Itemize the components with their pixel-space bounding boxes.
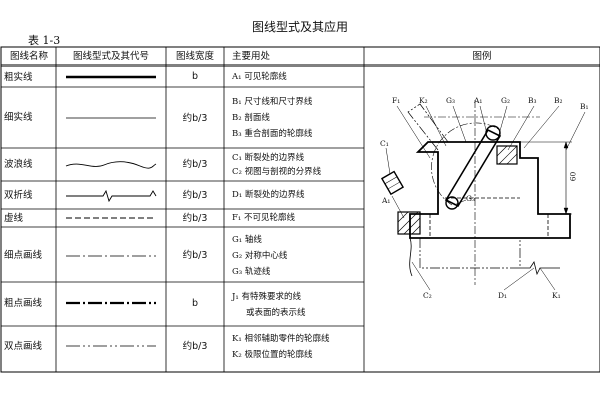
page-title: 图线型式及其应用 — [251, 20, 348, 34]
row-name: 细点画线 — [4, 250, 43, 261]
figure-label: A₁ — [474, 96, 483, 105]
figure-label: G₂ — [501, 96, 510, 105]
header-line-type: 图线型式及其代号 — [72, 51, 149, 62]
row-name: 细实线 — [4, 112, 33, 123]
figure-label: G₃ — [466, 194, 475, 203]
header-example: 图例 — [472, 51, 492, 62]
use-item: K₂ 极限位置的轮廓线 — [232, 350, 313, 360]
use-item: 或表面的表示线 — [246, 308, 306, 318]
figure-label: C₂ — [423, 291, 432, 300]
wavy-line-sample — [65, 161, 157, 169]
figure-label: C₁ — [380, 139, 389, 148]
row-width: b — [191, 298, 199, 309]
use-item: C₂ 视图与剖视的分界线 — [232, 167, 322, 177]
use-item: F₁ 不可见轮廓线 — [232, 213, 296, 223]
dimension-label: 60 — [568, 171, 578, 182]
use-item: A₁ 可见轮廓线 — [232, 72, 287, 82]
use-item: B₃ 重合剖面的轮廓线 — [232, 129, 313, 139]
row-name: 双点画线 — [4, 341, 43, 352]
header-main-use: 主要用处 — [232, 51, 271, 62]
use-item: C₁ 断裂处的边界线 — [232, 153, 305, 163]
row-name: 粗实线 — [4, 72, 33, 83]
figure-label: A₁ — [382, 196, 391, 205]
figure-label: K₁ — [552, 291, 561, 300]
example-part-figure — [380, 100, 586, 291]
header-line-width: 图线宽度 — [175, 51, 214, 62]
use-item: D₁ 断裂处的边界线 — [232, 190, 305, 200]
figure-label: F₁ — [392, 96, 401, 105]
row-width: 约b/3 — [182, 190, 208, 201]
use-item: B₁ 尺寸线和尺寸界线 — [232, 97, 313, 107]
row-width: 约b/3 — [182, 250, 208, 261]
line-type-samples — [65, 75, 157, 347]
use-item: G₃ 轨迹线 — [232, 267, 271, 277]
use-item: K₁ 相邻辅助零件的轮廓线 — [232, 334, 330, 344]
row-name: 虚线 — [4, 213, 24, 224]
figure-label: B₃ — [528, 96, 537, 105]
use-item: G₁ 轴线 — [232, 235, 262, 245]
figure-label: G₃ — [446, 96, 455, 105]
row-width: 约b/3 — [182, 159, 208, 170]
figure-label: D₁ — [498, 291, 508, 300]
row-name: 波浪线 — [4, 159, 33, 170]
row-width: b — [191, 71, 199, 82]
figure-label: K₂ — [419, 96, 428, 105]
row-width: 约b/3 — [182, 213, 208, 224]
header-line-name: 图线名称 — [9, 51, 48, 62]
use-item: B₂ 剖面线 — [232, 113, 270, 123]
row-name: 粗点画线 — [4, 298, 43, 309]
row-width: 约b/3 — [182, 341, 208, 352]
figure-label: B₂ — [554, 96, 563, 105]
use-item: J₁ 有特殊要求的线 — [232, 292, 302, 302]
use-item: G₂ 对称中心线 — [232, 251, 288, 261]
figure-label: B₁ — [580, 102, 589, 111]
row-name: 双折线 — [4, 190, 33, 201]
row-width: 约b/3 — [182, 113, 208, 124]
break-line-sample — [66, 189, 157, 203]
table-number: 表 1-3 — [28, 34, 61, 47]
